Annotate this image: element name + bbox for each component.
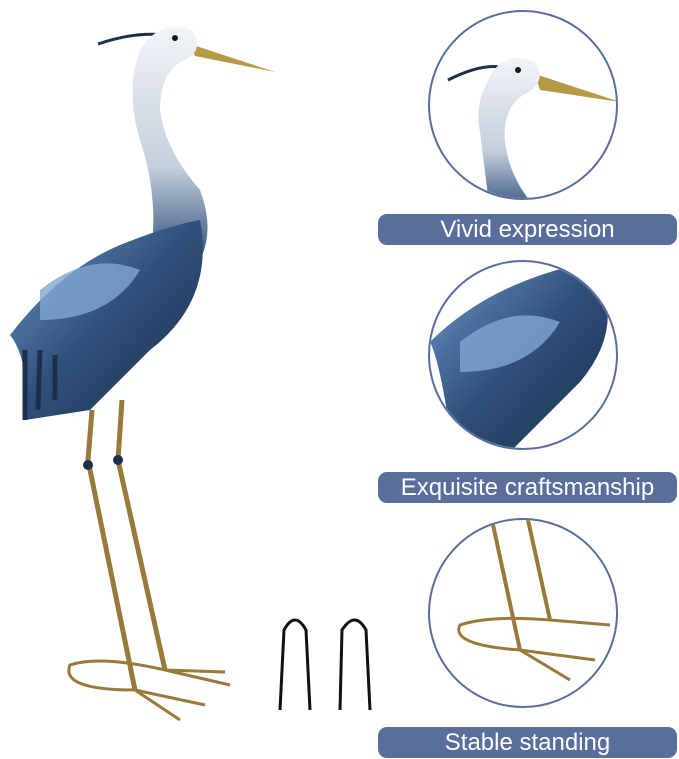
feature-label-vivid-expression: Vivid expression — [378, 214, 677, 245]
heron-legs — [67, 399, 231, 722]
feature-label-stable-standing: Stable standing — [378, 727, 677, 758]
heron-body — [10, 26, 275, 420]
feature-label-exquisite-craftsmanship: Exquisite craftsmanship — [378, 472, 677, 503]
detail-circle-head — [428, 10, 618, 200]
detail-circle-wings — [428, 260, 618, 450]
ground-stakes — [278, 618, 372, 711]
detail-circle-feet — [428, 518, 618, 708]
